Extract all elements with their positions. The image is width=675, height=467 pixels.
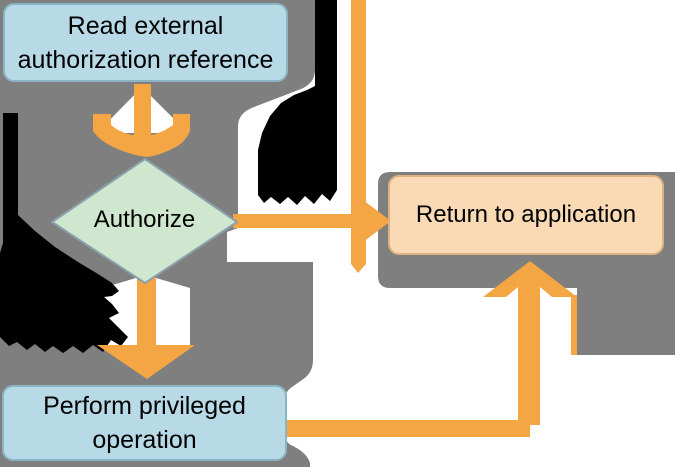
read-to-authorize-arrow-shaft bbox=[134, 84, 151, 136]
decision-diamond-authorize bbox=[51, 158, 238, 284]
arrow-head-notch-right bbox=[540, 287, 552, 297]
perform-to-return-arrow-hline bbox=[287, 420, 530, 437]
authorized-label-blob bbox=[0, 113, 128, 353]
perform-to-return-arrow-vline bbox=[518, 284, 540, 425]
terminal-box-return-label: Return to application bbox=[415, 201, 637, 228]
process-box-read-reference-label: Read external authorization reference bbox=[17, 11, 274, 74]
incoming-connector-tip bbox=[351, 264, 366, 273]
arrow-fragment-line bbox=[571, 295, 577, 355]
terminal-box-return-to-application: Return to application bbox=[388, 175, 664, 255]
process-box-perform-operation: Perform privileged operation bbox=[2, 385, 287, 461]
authorize-to-perform-arrow-shaft bbox=[137, 276, 156, 346]
process-box-perform-operation-label: Perform privileged operation bbox=[43, 392, 246, 454]
authorize-to-perform-arrow-head bbox=[97, 345, 195, 379]
arrow-head-notch-left bbox=[506, 287, 518, 297]
decision-authorize-label: Authorize bbox=[93, 206, 196, 233]
fail-label-blob bbox=[258, 0, 337, 205]
authorize-to-return-arrow-head bbox=[363, 200, 391, 242]
incoming-connector-line bbox=[351, 0, 366, 264]
process-box-read-reference: Read external authorization reference bbox=[3, 3, 288, 82]
perform-to-return-arrow-head bbox=[483, 261, 577, 297]
authorize-to-return-arrow-shaft bbox=[233, 214, 378, 228]
